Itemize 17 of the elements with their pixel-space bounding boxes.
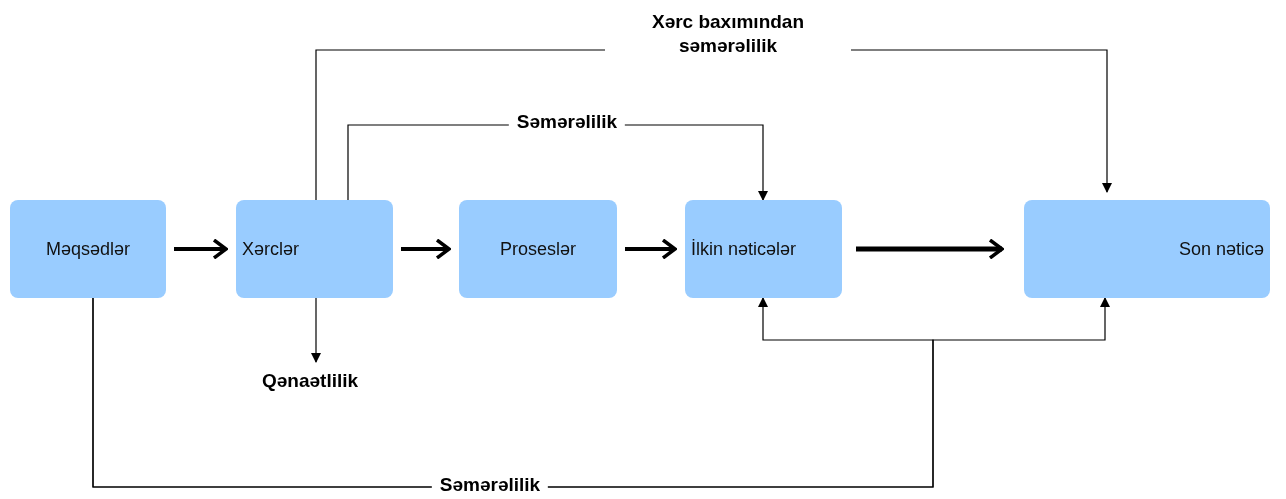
outcome-label: Qənaətlilik: [262, 370, 359, 392]
process-box: [685, 200, 842, 298]
thick-arrow: [625, 238, 677, 260]
process-box: [10, 200, 166, 298]
box-label: Məqsədlər: [45, 238, 130, 260]
process-box: [1024, 200, 1270, 298]
box-label: İlkin nəticələr: [691, 238, 797, 260]
process-box: [236, 200, 393, 298]
thick-arrow: [401, 238, 451, 260]
box-label: Xərclər: [242, 238, 299, 260]
thick-arrow: [856, 238, 1004, 260]
box-label: Proseslər: [500, 238, 576, 260]
thick-arrow: [174, 238, 228, 260]
arrow: [92, 297, 1110, 488]
process-box: [459, 200, 617, 298]
box-label: Son nəticə: [1178, 238, 1264, 260]
arrow: [311, 297, 321, 363]
